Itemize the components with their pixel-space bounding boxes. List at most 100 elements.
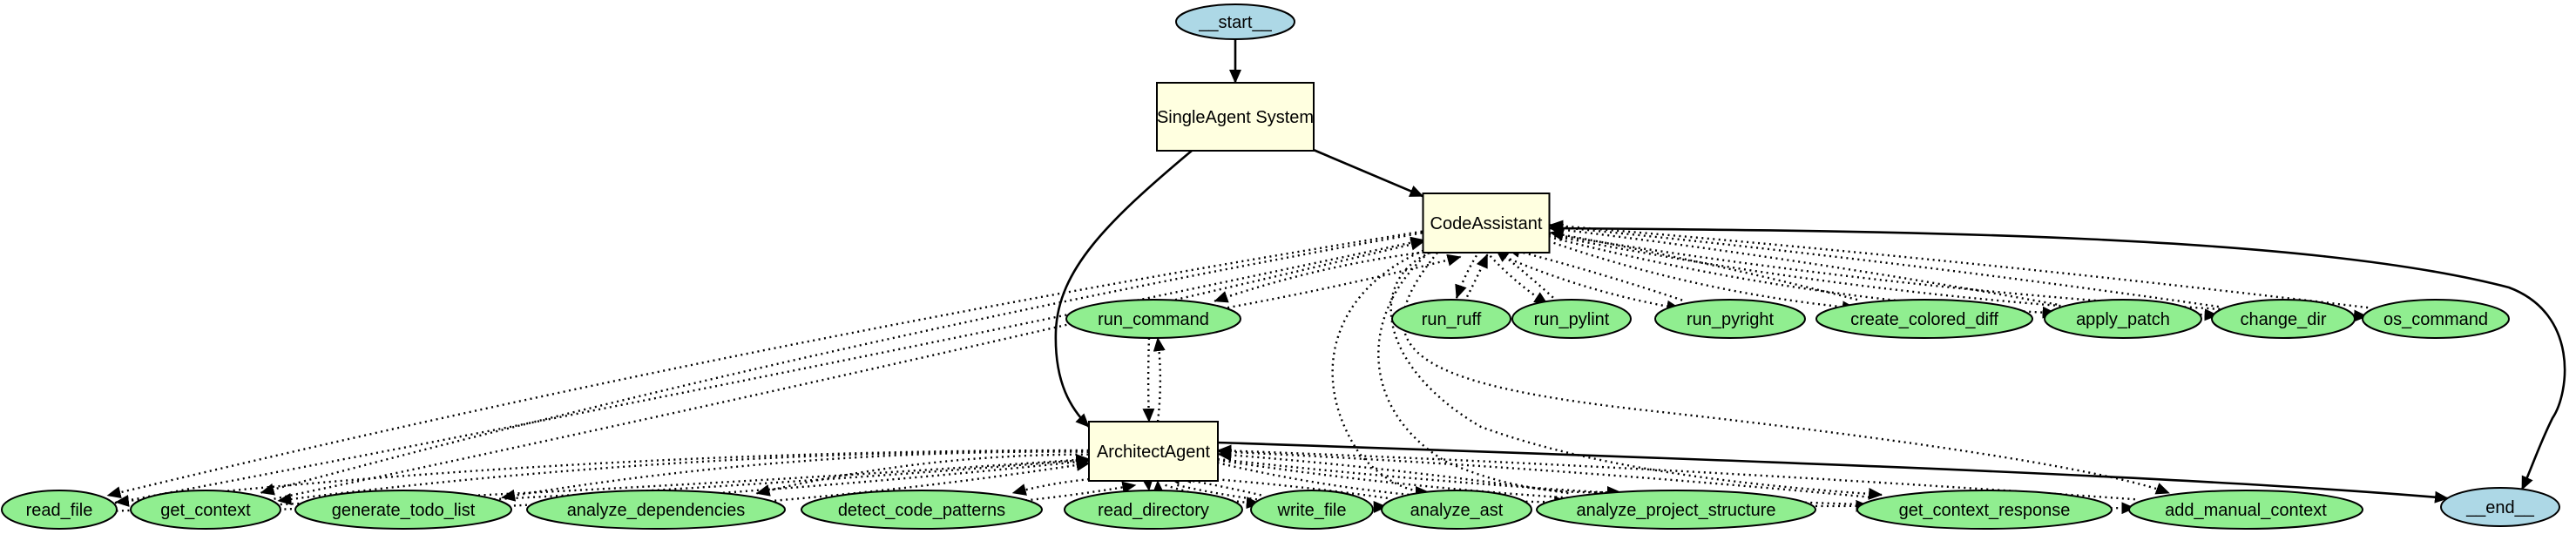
node-add-manual-context-shape [2128, 490, 2363, 530]
edge-code-assistant-to-run-ruff-return [1463, 253, 1489, 303]
node-run-command-shape [1065, 299, 1241, 339]
node-change-dir: change_dir [2211, 299, 2356, 339]
node-write-file-shape [1250, 490, 1374, 530]
node-create-colored-diff-label: create_colored_diff [1850, 310, 1998, 329]
node-run-command-label: run_command [1098, 310, 1209, 329]
edge-code-assistant-to-get-context [260, 232, 1423, 496]
edge-architect-agent-to-read-file [114, 449, 1089, 507]
edge-architect-agent-to-run-command-return [1142, 337, 1155, 422]
node-get-context-response-label: get_context_response [1899, 501, 2071, 520]
node-generate-todo-list: generate_todo_list [294, 490, 512, 530]
edge-architect-agent-to-analyze-dependencies [755, 453, 1089, 497]
node-change-dir-shape [2211, 299, 2356, 339]
edge-code-assistant-to-end [1548, 226, 2566, 490]
edge-code-assistant-to-run-pylint-return [1495, 248, 1554, 299]
node-write-file-label: write_file [1277, 501, 1347, 520]
node-apply-patch-label: apply_patch [2076, 310, 2170, 329]
edge-architect-agent-to-add-manual-context-return [1217, 444, 2135, 501]
node-analyze-project-structure-label: analyze_project_structure [1576, 501, 1775, 520]
node-get-context-shape [130, 490, 281, 530]
edge-architect-agent-to-run-command [1153, 337, 1166, 422]
edge-code-assistant-to-get-context-return [262, 238, 1425, 503]
node-read-directory: read_directory [1064, 490, 1243, 530]
node-get-context-response-shape [1856, 490, 2113, 530]
node-read-file-label: read_file [26, 501, 93, 520]
node-run-ruff-label: run_ruff [1422, 310, 1482, 329]
node-end-label: __end__ [2465, 498, 2535, 517]
edge-code-assistant-to-apply-patch-return [1549, 223, 2058, 306]
edge-code-assistant-to-run-command-return [1216, 253, 1462, 311]
node-analyze-dependencies: analyze_dependencies [526, 490, 786, 530]
edge-architect-agent-to-detect-code-patterns [1011, 475, 1135, 496]
node-run-pylint-label: run_pylint [1534, 310, 1610, 329]
node-architect-agent: ArchitectAgent [1088, 421, 1219, 482]
node-run-command: run_command [1065, 299, 1241, 339]
node-generate-todo-list-label: generate_todo_list [332, 501, 476, 520]
node-analyze-dependencies-label: analyze_dependencies [567, 501, 746, 520]
node-read-directory-label: read_directory [1098, 501, 1209, 520]
node-add-manual-context-label: add_manual_context [2165, 501, 2327, 520]
node-detect-code-patterns-shape [801, 490, 1043, 530]
edge-code-assistant-to-run-ruff [1455, 250, 1481, 300]
node-detect-code-patterns: detect_code_patterns [801, 490, 1043, 530]
node-analyze-ast-shape [1381, 490, 1532, 530]
node-run-pyright-label: run_pyright [1687, 310, 1775, 329]
node-single-agent-shape [1156, 82, 1315, 152]
node-detect-code-patterns-label: detect_code_patterns [838, 501, 1005, 520]
node-run-pyright-shape [1654, 299, 1806, 339]
node-get-context-response: get_context_response [1856, 490, 2113, 530]
edge-architect-agent-to-analyze-project-structure [1217, 462, 1569, 509]
node-architect-agent-shape [1088, 421, 1219, 482]
node-write-file: write_file [1250, 490, 1374, 530]
edge-code-assistant-to-analyze-ast [1331, 237, 1444, 498]
edge-architect-agent-to-generate-todo-list-return [502, 456, 1091, 508]
node-add-manual-context: add_manual_context [2128, 490, 2363, 530]
node-os-command-label: os_command [2383, 310, 2488, 329]
node-read-directory-shape [1064, 490, 1243, 530]
edge-code-assistant-to-run-pyright-return [1505, 246, 1683, 301]
node-change-dir-label: change_dir [2241, 310, 2327, 329]
edge-code-assistant-to-os-command-return [1549, 220, 2369, 309]
node-analyze-ast: analyze_ast [1381, 490, 1532, 530]
node-end-shape [2440, 487, 2560, 527]
node-run-ruff: run_ruff [1391, 299, 1511, 339]
node-layer: __start__ SingleAgent SystemCodeAssistant… [1, 3, 2560, 530]
node-start: __start__ [1175, 3, 1295, 40]
node-read-file-shape [1, 490, 118, 530]
edge-code-assistant-to-create-colored-diff [1548, 240, 1856, 314]
node-analyze-dependencies-shape [526, 490, 786, 530]
node-analyze-project-structure: analyze_project_structure [1536, 490, 1816, 530]
edge-architect-agent-to-generate-todo-list [501, 450, 1089, 502]
node-run-ruff-shape [1391, 299, 1511, 339]
node-get-context: get_context [130, 490, 281, 530]
edge-code-assistant-to-run-command [1214, 247, 1459, 303]
node-single-agent: SingleAgent System [1156, 82, 1315, 152]
node-single-agent-label: SingleAgent System [1157, 108, 1314, 127]
node-create-colored-diff-shape [1815, 299, 2033, 339]
node-code-assistant-shape [1422, 193, 1551, 253]
node-generate-todo-list-shape [294, 490, 512, 530]
edge-single-agent-to-code-assistant [1313, 148, 1424, 198]
node-apply-patch: apply_patch [2044, 299, 2202, 339]
edge-layer [106, 39, 2566, 515]
edge-code-assistant-to-get-context-response [1389, 241, 1883, 500]
node-os-command: os_command [2362, 299, 2510, 339]
edge-architect-agent-to-write-file [1165, 483, 1261, 510]
node-code-assistant-label: CodeAssistant [1430, 214, 1543, 233]
node-start-label: __start__ [1198, 13, 1272, 32]
edge-code-assistant-to-run-pylint [1489, 255, 1549, 306]
edge-architect-agent-to-detect-code-patterns-return [1013, 481, 1137, 503]
edge-architect-agent-to-analyze-project-structure-return [1217, 449, 1569, 495]
node-apply-patch-shape [2044, 299, 2202, 339]
edge-code-assistant-to-change-dir-return [1549, 221, 2219, 308]
node-analyze-project-structure-shape [1536, 490, 1816, 530]
node-run-pyright: run_pyright [1654, 299, 1806, 339]
edge-architect-agent-to-analyze-dependencies-return [757, 459, 1091, 504]
node-analyze-ast-label: analyze_ast [1410, 501, 1504, 520]
node-read-file: read_file [1, 490, 118, 530]
edge-code-assistant-to-read-file-return [109, 236, 1425, 505]
node-end: __end__ [2440, 487, 2560, 527]
node-create-colored-diff: create_colored_diff [1815, 299, 2033, 339]
node-architect-agent-label: ArchitectAgent [1097, 443, 1211, 462]
